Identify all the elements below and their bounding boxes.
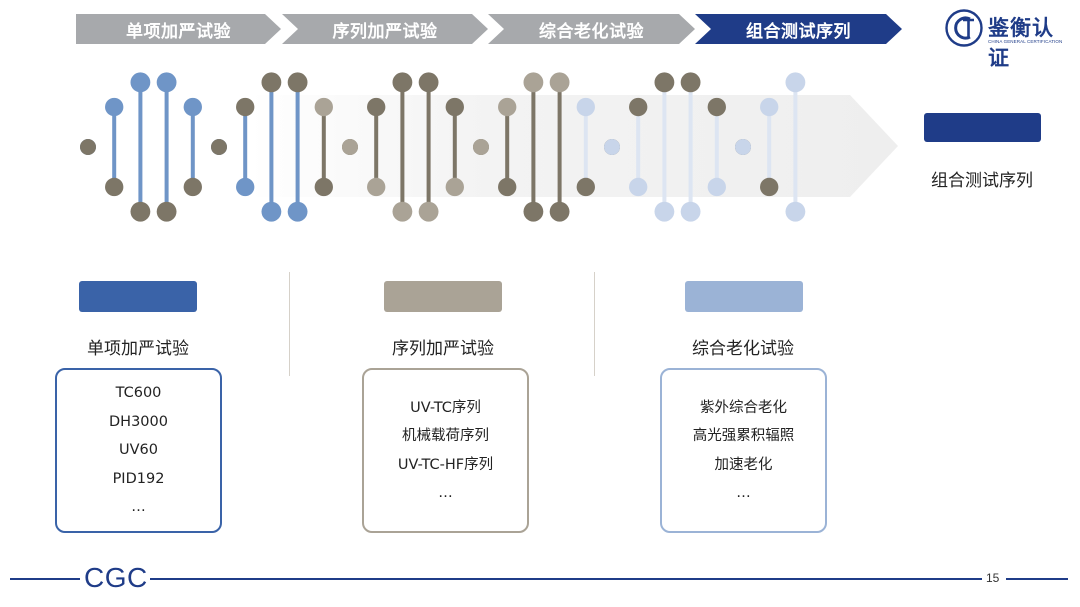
helix-node [654,201,675,222]
list-item: UV-TC序列 [410,399,481,416]
helix-node [445,177,464,197]
helix-node [760,97,779,117]
process-steps: 单项加严试验 序列加严试验 综合老化试验 组合测试序列 [76,14,902,44]
legend-label: 组合测试序列 [931,171,1033,191]
helix-node [183,177,202,197]
helix-node [473,139,489,155]
helix-node [105,97,124,117]
helix-node [680,201,701,222]
helix-node [392,72,413,93]
list-item: UV-TC-HF序列 [397,456,494,473]
list-item: … [736,485,751,501]
helix-node [80,139,96,155]
helix-node [549,201,570,222]
column-divider [289,272,290,376]
category-bar-single-stress [79,281,197,312]
list-item: 机械载荷序列 [402,428,489,444]
helix-node [785,72,806,93]
helix-node [261,201,282,222]
page-number: 15 [986,571,1000,585]
helix-node [418,201,439,222]
category-title-single-stress: 单项加严试验 [87,339,189,359]
helix-node [287,72,308,93]
footer-line-left [10,578,80,580]
helix-node [367,177,386,197]
helix-node [576,97,595,117]
category-box-sequence-stress: UV-TC序列 机械载荷序列 UV-TC-HF序列 … [362,368,529,533]
helix-node [785,201,806,222]
step-label: 综合老化试验 [539,21,644,42]
helix-node [211,139,227,155]
helix-node [367,97,386,117]
category-box-combined-aging: 紫外综合老化 高光强累积辐照 加速老化 … [660,368,827,533]
helix-node [287,201,308,222]
helix-node [707,177,726,197]
dna-helix-illustration [80,72,898,222]
helix-node [156,201,177,222]
helix-node [576,177,595,197]
helix-node [629,177,648,197]
helix-node [445,97,464,117]
helix-node [523,72,544,93]
step-label: 组合测试序列 [746,21,851,42]
logo-subtitle: CHINA GENERAL CERTIFICATION [988,39,1063,44]
helix-node [498,177,517,197]
helix-background-arrow [250,95,898,197]
helix-node [498,97,517,117]
helix-node [654,72,675,93]
list-item: 加速老化 [714,456,773,473]
step-label: 单项加严试验 [126,21,231,42]
category-bar-sequence-stress [384,281,502,312]
helix-node [392,201,413,222]
helix-node [604,139,620,155]
list-item: PID192 [112,470,165,487]
company-logo: 鉴衡认证 CHINA GENERAL CERTIFICATION [944,8,1074,70]
list-item: … [131,499,146,516]
legend-color-bar [924,113,1041,142]
list-item: 紫外综合老化 [700,399,787,416]
helix-node [418,72,439,93]
helix-node [130,72,151,93]
footer-line-main [150,578,982,580]
category-bar-combined-aging [685,281,803,312]
column-divider [594,272,595,376]
helix-node [629,97,648,117]
step-combined-test-sequence: 组合测试序列 [695,14,902,44]
category-box-single-stress: TC600 DH3000 UV60 PID192 … [55,368,222,533]
helix-node [183,97,202,117]
step-label: 序列加严试验 [332,21,438,42]
cgc-logo-icon [945,9,983,47]
list-item: UV60 [119,442,158,459]
helix-node [105,177,124,197]
helix-node [156,72,177,93]
list-item: DH3000 [109,413,168,430]
footer-brand: CGC [84,562,148,593]
helix-node [735,139,751,155]
footer-line-right [1006,578,1068,580]
category-title-sequence-stress: 序列加严试验 [392,339,494,359]
step-combined-aging-test: 综合老化试验 [488,14,695,44]
list-item: TC600 [115,385,162,402]
helix-node [314,177,333,197]
helix-node [760,177,779,197]
helix-node [314,97,333,117]
list-item: … [438,485,453,501]
helix-node [130,201,151,222]
list-item: 高光强累积辐照 [692,428,795,444]
category-title-combined-aging: 综合老化试验 [692,339,794,359]
helix-node [236,177,255,197]
step-sequence-stress-test: 序列加严试验 [282,14,488,44]
logo-name: 鉴衡认证 [988,16,1054,70]
helix-node [342,139,358,155]
helix-node [680,72,701,93]
helix-node [236,97,255,117]
helix-node [523,201,544,222]
helix-node [707,97,726,117]
helix-node [261,72,282,93]
step-single-stress-test: 单项加严试验 [76,14,281,44]
helix-node [549,72,570,93]
